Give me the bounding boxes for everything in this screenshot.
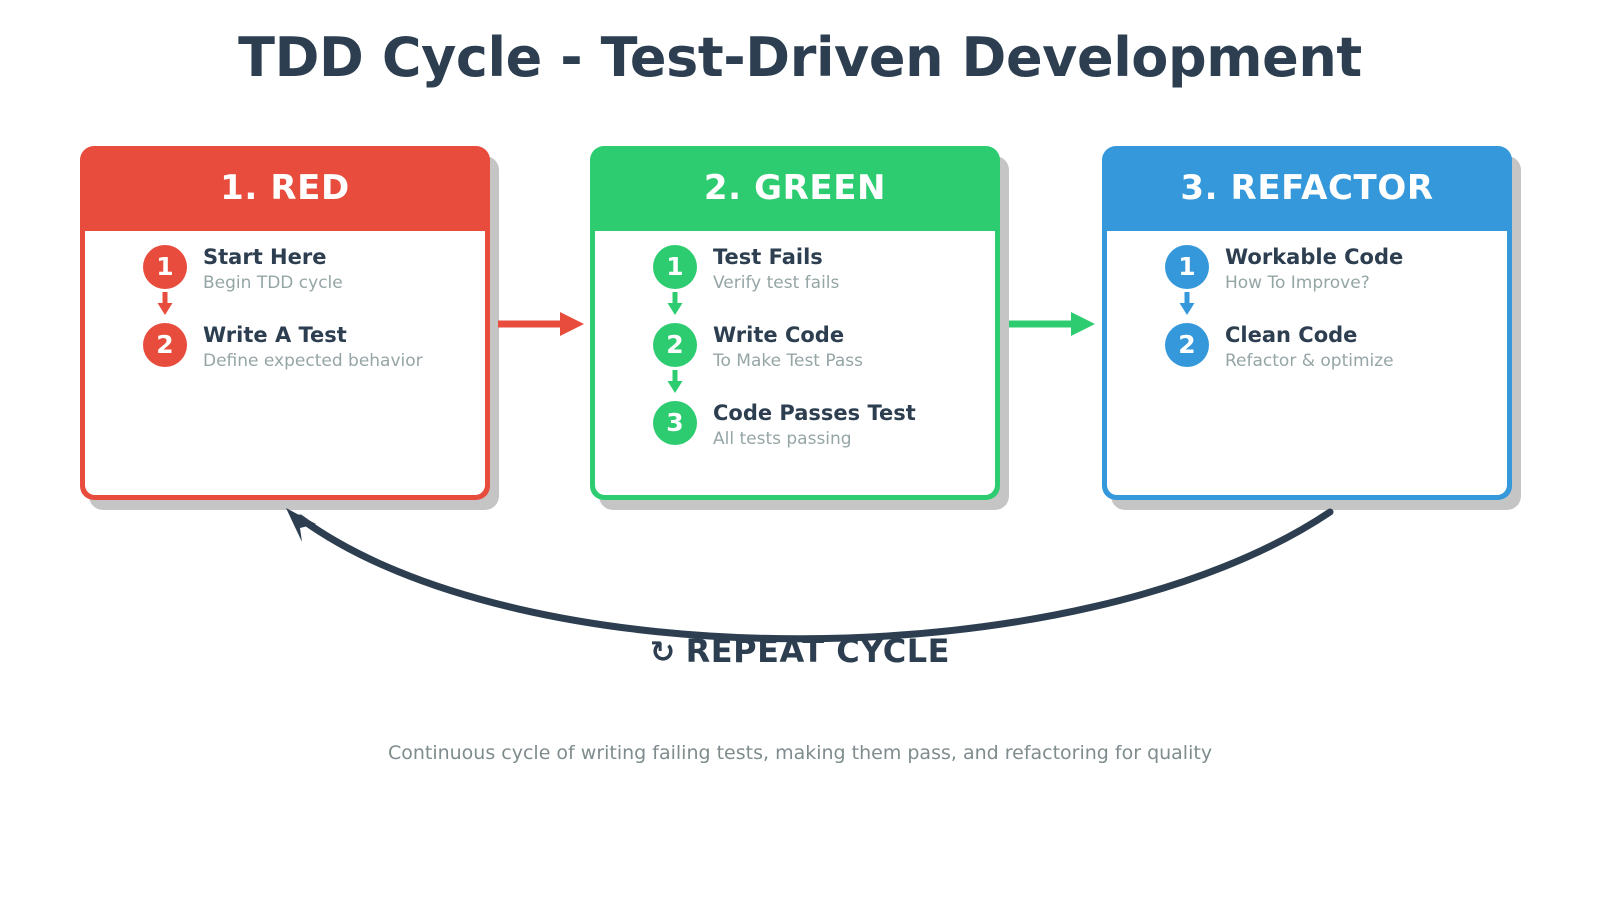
step-title: Test Fails [713, 245, 823, 269]
step-desc: How To Improve? [1225, 273, 1370, 293]
step-text: Workable Code How To Improve? [1225, 244, 1499, 295]
step-desc: Begin TDD cycle [203, 273, 343, 293]
page-title: TDD Cycle - Test-Driven Development [238, 26, 1362, 89]
step-desc: Verify test fails [713, 273, 840, 293]
repeat-cycle-label: ↻ REPEAT CYCLE [0, 632, 1600, 670]
step-down-arrow-icon [667, 370, 683, 393]
step-item[interactable]: 2 Write A Test Define expected behavior [85, 323, 485, 401]
step-desc: Define expected behavior [203, 351, 423, 371]
card-body-red: 1 Start Here Begin TDD cycle 2 [85, 231, 485, 495]
step-title: Workable Code [1225, 245, 1404, 269]
card-body-green: 1 Test Fails Verify test fails 2 [595, 231, 995, 495]
step-desc: All tests passing [713, 429, 852, 449]
step-text: Code Passes Test All tests passing [713, 400, 987, 451]
step-badge: 1 [143, 245, 187, 289]
step-badge: 3 [653, 401, 697, 445]
step-text: Test Fails Verify test fails [713, 244, 987, 295]
step-down-arrow-icon [667, 292, 683, 315]
card-header-green: 2. GREEN [703, 168, 887, 208]
card-header-refactor: 3. REFACTOR [1180, 168, 1434, 208]
connector-arrow-red-to-green [498, 312, 584, 336]
step-list-green: 1 Test Fails Verify test fails 2 [595, 245, 995, 479]
step-desc: Refactor & optimize [1225, 351, 1394, 371]
step-down-arrow-icon [157, 292, 173, 315]
repeat-cycle-text: REPEAT CYCLE [685, 632, 950, 670]
step-badge: 2 [1165, 323, 1209, 367]
step-item[interactable]: 2 Write Code To Make Test Pass [595, 323, 995, 401]
stage-card-green[interactable]: 2. GREEN 1 Test Fails Verify test fails [590, 146, 1000, 500]
step-text: Clean Code Refactor & optimize [1225, 322, 1499, 373]
step-badge: 2 [143, 323, 187, 367]
repeat-cycle-icon: ↻ [650, 635, 676, 670]
card-body-refactor: 1 Workable Code How To Improve? 2 [1107, 231, 1507, 495]
card-inner: 3. REFACTOR 1 Workable Code How To Impro… [1102, 146, 1512, 500]
step-item[interactable]: 1 Test Fails Verify test fails [595, 245, 995, 323]
step-title: Code Passes Test [713, 401, 916, 425]
step-badge: 2 [653, 323, 697, 367]
step-badge: 1 [1165, 245, 1209, 289]
stage-card-red[interactable]: 1. RED 1 Start Here Begin TDD cycle [80, 146, 490, 500]
step-title: Start Here [203, 245, 327, 269]
repeat-cycle-curve-arrow [286, 508, 1334, 643]
card-inner: 2. GREEN 1 Test Fails Verify test fails [590, 146, 1000, 500]
step-title: Clean Code [1225, 323, 1358, 347]
connector-arrow-green-to-refactor [1009, 312, 1095, 336]
card-header-red: 1. RED [220, 168, 350, 208]
step-item[interactable]: 3 Code Passes Test All tests passing [595, 401, 995, 479]
step-text: Start Here Begin TDD cycle [203, 244, 477, 295]
step-item[interactable]: 1 Workable Code How To Improve? [1107, 245, 1507, 323]
footer-caption: Continuous cycle of writing failing test… [387, 742, 1213, 764]
step-text: Write Code To Make Test Pass [713, 322, 987, 373]
step-title: Write Code [713, 323, 845, 347]
step-list-refactor: 1 Workable Code How To Improve? 2 [1107, 245, 1507, 401]
step-badge: 1 [653, 245, 697, 289]
step-item[interactable]: 1 Start Here Begin TDD cycle [85, 245, 485, 323]
step-text: Write A Test Define expected behavior [203, 322, 477, 373]
stage-card-refactor[interactable]: 3. REFACTOR 1 Workable Code How To Impro… [1102, 146, 1512, 500]
step-item[interactable]: 2 Clean Code Refactor & optimize [1107, 323, 1507, 401]
step-down-arrow-icon [1179, 292, 1195, 315]
step-desc: To Make Test Pass [713, 351, 863, 371]
step-list-red: 1 Start Here Begin TDD cycle 2 [85, 245, 485, 401]
step-title: Write A Test [203, 323, 347, 347]
card-inner: 1. RED 1 Start Here Begin TDD cycle [80, 146, 490, 500]
